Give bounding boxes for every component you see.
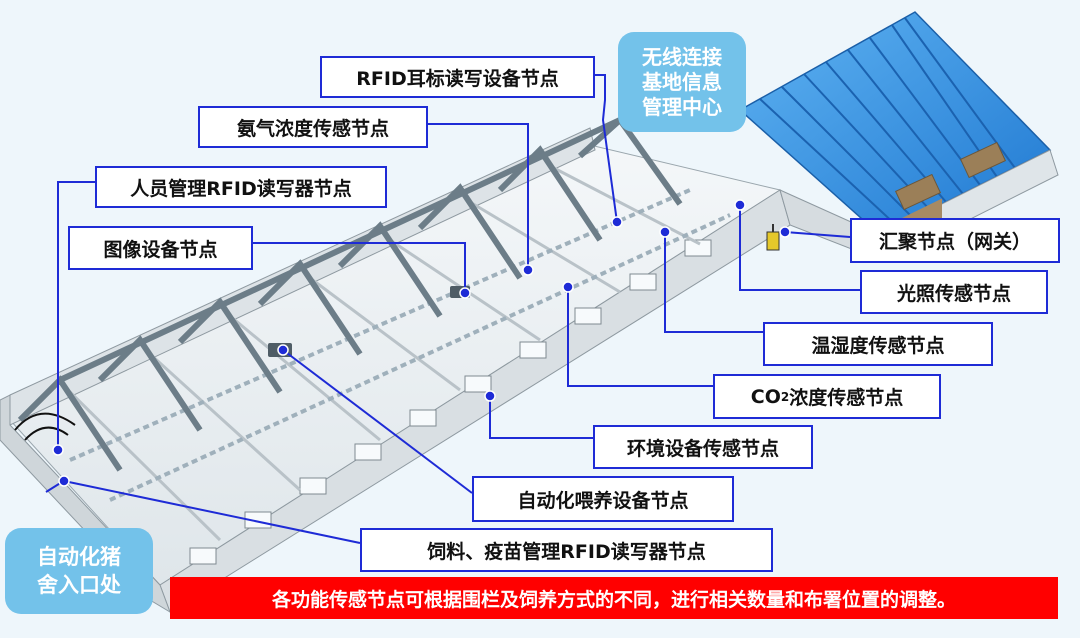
wireless-line-2: 基地信息 — [642, 69, 722, 94]
roof-trusses — [17, 115, 683, 472]
label-light: 光照传感节点 — [860, 270, 1048, 314]
entrance-line-2: 舍入口处 — [37, 573, 121, 597]
leader-light — [739, 205, 860, 291]
barn-door-1 — [894, 173, 942, 211]
label-gateway: 汇聚节点（网关） — [850, 218, 1060, 263]
leader-co2 — [567, 287, 713, 387]
label-image-device: 图像设备节点 — [68, 226, 253, 270]
leader-temp-humidity — [664, 232, 763, 333]
leader-auto-feeding — [282, 349, 473, 494]
entrance-antenna-icon — [14, 412, 76, 441]
leader-rfid-ear-tag — [595, 74, 618, 223]
node-image-device — [459, 287, 471, 299]
wireless-line-1: 无线连接 — [642, 44, 722, 69]
feeding-lines — [69, 188, 731, 502]
entrance-line-1: 自动化猪 — [37, 545, 121, 569]
label-personnel-rfid: 人员管理RFID读写器节点 — [95, 166, 387, 208]
label-auto-feeding: 自动化喂养设备节点 — [472, 476, 734, 522]
node-markers — [52, 199, 791, 487]
bubble-entrance: 自动化猪 舍入口处 — [5, 528, 153, 614]
adjustment-note-banner: 各功能传感节点可根据围栏及饲养方式的不同，进行相关数量和布署位置的调整。 — [170, 577, 1058, 619]
pen-dividers — [68, 164, 701, 542]
label-ammonia: 氨气浓度传感节点 — [198, 106, 428, 148]
leader-personnel-rfid — [57, 181, 95, 448]
node-ammonia — [522, 264, 534, 276]
barn-windows — [189, 239, 712, 565]
leader-ammonia — [428, 123, 529, 270]
label-rfid-ear-tag: RFID耳标读写设备节点 — [320, 56, 595, 98]
co2-suffix: 浓度传感节点 — [789, 387, 904, 409]
node-temp-humidity — [659, 226, 671, 238]
leader-gateway — [784, 231, 851, 238]
co2-subscript: 2 — [780, 389, 790, 404]
bubble-wireless-connection: 无线连接 基地信息 管理中心 — [618, 32, 746, 132]
leader-image-device — [253, 242, 466, 292]
node-light — [734, 199, 746, 211]
leader-environment — [489, 396, 593, 439]
label-environment: 环境设备传感节点 — [593, 425, 813, 469]
node-gateway — [779, 226, 791, 238]
barn-door-2 — [959, 141, 1007, 179]
node-feed-vaccine — [58, 475, 70, 487]
node-environment — [484, 390, 496, 402]
node-auto-feeding — [277, 344, 289, 356]
co2-prefix: CO — [750, 385, 781, 408]
wireless-line-3: 管理中心 — [642, 94, 722, 119]
node-co2 — [562, 281, 574, 293]
leader-feed-vaccine — [63, 480, 361, 544]
label-temp-humidity: 温湿度传感节点 — [763, 322, 993, 366]
label-feed-vaccine: 饲料、疫苗管理RFID读写器节点 — [360, 528, 773, 572]
node-personnel-rfid — [52, 444, 64, 456]
leader-lines — [45, 74, 860, 544]
gateway-device-icon — [766, 224, 780, 251]
node-rfid-ear-tag — [611, 216, 623, 228]
